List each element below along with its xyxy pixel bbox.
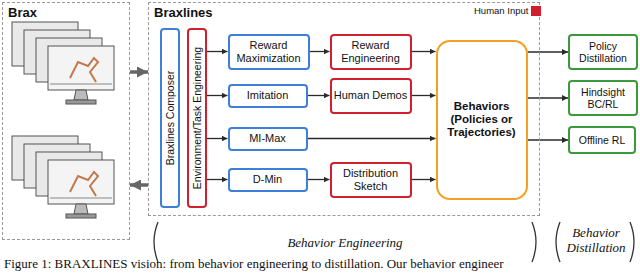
monitor-stack <box>12 22 114 104</box>
flow-arrow <box>528 51 569 52</box>
engineering-box: Environment/Task Engineering <box>187 28 207 208</box>
composer-box: Braxlines Composer <box>160 28 180 208</box>
monitor-stack <box>12 136 114 218</box>
box-label: Offline RL <box>577 134 628 146</box>
box-label: Distribution Sketch <box>332 167 410 192</box>
simulator-region: Brax <box>2 2 130 240</box>
flow-arrow <box>528 97 569 98</box>
legend-swatch <box>531 6 541 16</box>
framework-region: BraxlinesBraxlines Composer Environment/T… <box>148 2 540 216</box>
human-input-box: Human Demos <box>330 78 412 114</box>
box-label: Behaviors (Policies or Trajectories) <box>438 100 526 140</box>
flow-arrow <box>310 51 330 52</box>
flow-arrow <box>308 138 436 139</box>
bracket-label: Behavior Distillation <box>562 226 630 256</box>
distillation-box: Hindsight BC/RL <box>568 80 638 116</box>
flow-arrow <box>130 183 148 187</box>
method-box: Reward Maximization <box>228 34 310 70</box>
flow-arrow <box>207 95 228 96</box>
flow-arrow <box>308 95 330 96</box>
bracket-label: Behavior Engineering <box>220 236 470 251</box>
box-label: Policy Distillation <box>570 40 636 64</box>
flow-arrow <box>412 179 436 180</box>
flow-arrow <box>130 70 148 74</box>
method-box: D-Min <box>228 168 308 192</box>
box-label: Reward Engineering <box>332 39 410 64</box>
flow-arrow <box>412 51 436 52</box>
flow-arrow <box>207 51 228 52</box>
behaviors-box: Behaviors (Policies or Trajectories) <box>436 40 528 200</box>
human-input-box: Distribution Sketch <box>330 162 412 198</box>
box-label: Hindsight BC/RL <box>570 86 636 110</box>
box-label: D-Min <box>251 173 284 186</box>
box-label: Environment/Task Engineering <box>190 44 202 190</box>
method-box: MI-Max <box>228 127 308 151</box>
box-label: Human Demos <box>332 89 409 102</box>
flow-arrow <box>412 95 436 96</box>
legend-text: Human Input <box>474 6 528 17</box>
figure-caption: Figure 1: BRAXLINES vision: from behavio… <box>4 256 504 272</box>
box-label: MI-Max <box>247 132 288 145</box>
region-heading: Brax <box>8 6 37 21</box>
legend-item: Human Input <box>474 6 541 17</box>
box-label: Braxlines Composer <box>163 68 175 167</box>
box-label: Reward Maximization <box>230 39 308 64</box>
distillation-box: Offline RL <box>568 126 636 154</box>
flow-arrow <box>528 139 569 140</box>
flow-arrow <box>207 179 228 180</box>
region-heading: Braxlines <box>154 6 213 21</box>
method-box: Imitation <box>228 84 308 108</box>
box-label: Imitation <box>245 89 291 102</box>
flow-arrow <box>207 138 228 139</box>
human-input-box: Reward Engineering <box>330 34 412 70</box>
flow-arrow <box>308 179 330 180</box>
distillation-box: Policy Distillation <box>568 34 638 70</box>
